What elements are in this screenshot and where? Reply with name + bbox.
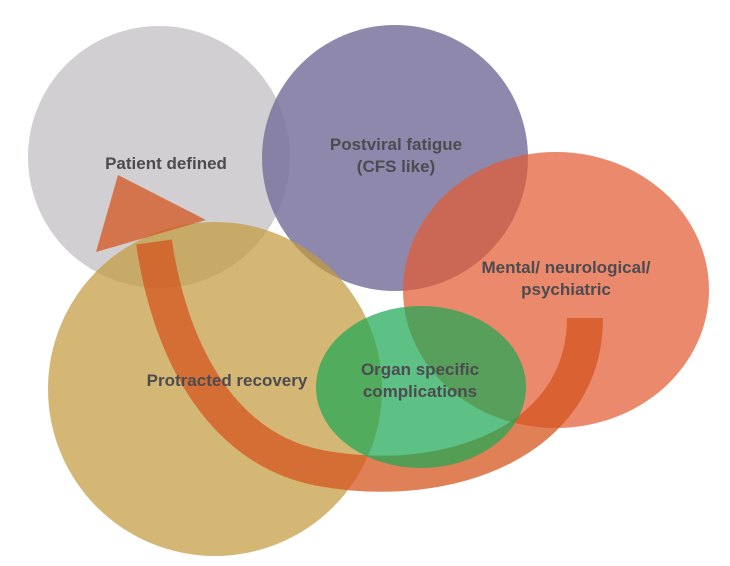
trajectory-arrow-shaft [136,239,603,492]
ellipse-organ-specific-complications [316,306,526,468]
trajectory-arrow-head-icon [96,175,206,252]
